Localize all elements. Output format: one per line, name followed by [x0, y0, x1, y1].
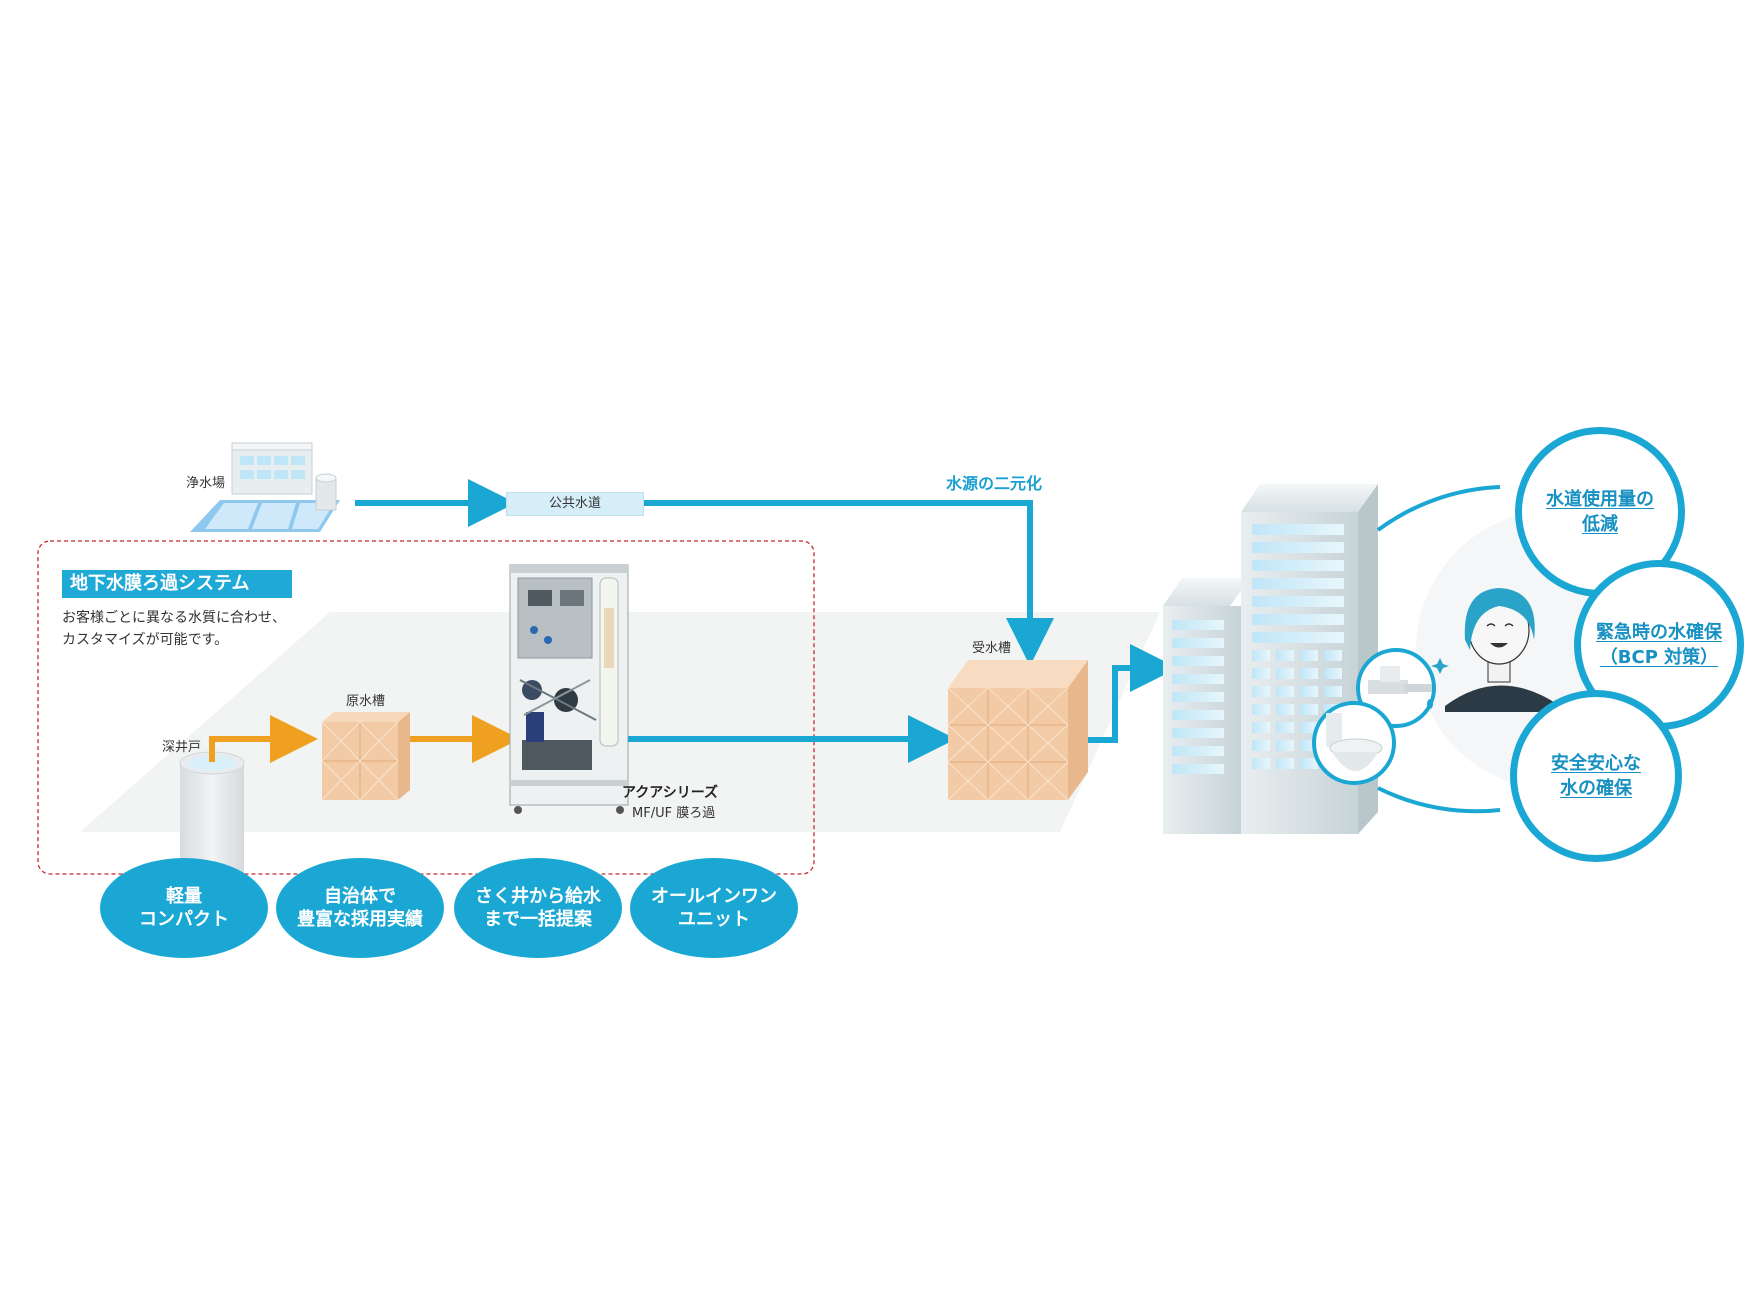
flow-public-to-tank [642, 500, 1054, 666]
receiving-tank-icon [947, 660, 1088, 801]
water-plant-icon [190, 442, 340, 532]
system-title: 地下水膜ろ過システム [62, 570, 292, 598]
raw-water-tank-icon [321, 712, 410, 801]
benefit-line2: （BCP 対策） [1599, 647, 1719, 668]
faucet-icon [1356, 648, 1436, 728]
flow-tank-to-building [1088, 644, 1178, 743]
raw-tank-label: 原水槽 [346, 694, 386, 709]
benefit-bcp: 緊急時の水確保 （BCP 対策） [1574, 560, 1744, 730]
feature-line2: コンパクト [139, 909, 229, 930]
product-type: MF/UF 膜ろ過 [632, 806, 716, 821]
toilet-icon [1312, 701, 1396, 785]
product-name: アクアシリーズ [622, 785, 719, 801]
benefit-safe-water: 安全安心な 水の確保 [1510, 690, 1682, 862]
feature-municipal-record: 自治体で 豊富な採用実績 [276, 858, 444, 958]
feature-line2: ユニット [678, 909, 750, 930]
benefit-line2: 水の確保 [1560, 778, 1632, 799]
system-desc-line1: お客様ごとに異なる水質に合わせ、 [62, 610, 286, 626]
feature-line2: 豊富な採用実績 [297, 909, 423, 930]
public-water-label: 公共水道 [506, 492, 644, 516]
feature-all-in-one: オールインワン ユニット [630, 858, 798, 958]
benefit-line2: 低減 [1582, 514, 1618, 535]
system-desc-line2: カスタマイズが可能です。 [62, 632, 229, 648]
feature-line1: 自治体で [324, 886, 396, 907]
system-boundary [37, 540, 815, 875]
feature-lightweight: 軽量 コンパクト [100, 858, 268, 958]
filtration-unit-icon [509, 564, 629, 814]
receiving-tank-label: 受水槽 [972, 641, 1012, 656]
flow-well-to-rawtank [209, 715, 318, 763]
dual-source-label: 水源の二元化 [946, 474, 1043, 493]
benefit-line1: 緊急時の水確保 [1596, 622, 1722, 643]
system-description: お客様ごとに異なる水質に合わせ、 カスタマイズが可能です。 [62, 607, 286, 651]
feature-line1: オールインワン [651, 886, 777, 907]
feature-one-stop-proposal: さく井から給水 まで一括提案 [454, 858, 622, 958]
feature-line1: 軽量 [166, 886, 202, 907]
person-icon [1431, 588, 1560, 712]
benefit-line1: 水道使用量の [1546, 489, 1654, 510]
benefit-line1: 安全安心な [1551, 753, 1641, 774]
feature-line1: さく井から給水 [475, 886, 601, 907]
benefit-arc [1376, 485, 1501, 814]
feature-line2: まで一括提案 [484, 909, 592, 930]
deep-well-icon [179, 751, 245, 873]
water-plant-label: 浄水場 [186, 476, 226, 491]
deep-well-label: 深井戸 [162, 740, 202, 755]
